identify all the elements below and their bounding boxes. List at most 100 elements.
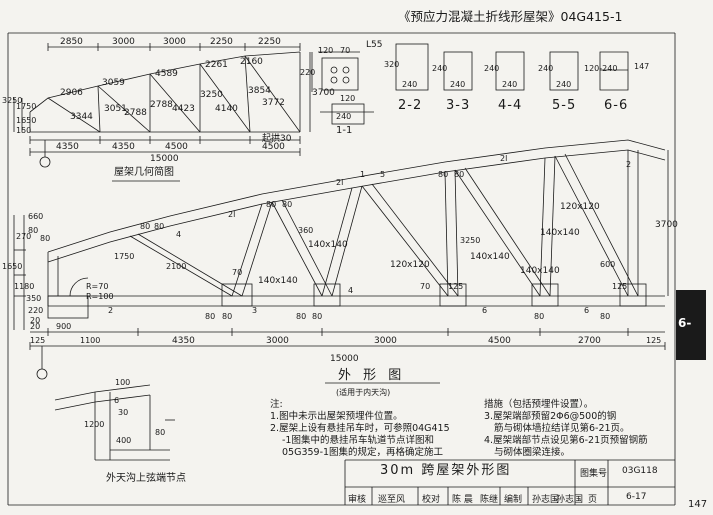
geo-member-length: 4589: [155, 69, 178, 79]
misc-label: 2l: [336, 178, 344, 187]
geo-top-dim: 3000: [163, 37, 186, 47]
node-mark: 80: [154, 222, 165, 231]
node-mark: 80: [600, 312, 611, 321]
geo-member-length: 3772: [262, 98, 285, 108]
section-height: 320: [384, 60, 400, 69]
plate-dim: 120: [340, 94, 356, 103]
member-size: 140x140: [540, 228, 580, 238]
node-mark: 80: [205, 312, 216, 321]
misc-label: 125: [612, 282, 628, 291]
node-mark: 80: [222, 312, 233, 321]
left-dim: 1180: [14, 282, 35, 291]
bottom-dim: 1100: [80, 336, 101, 345]
misc-label: 2l: [500, 154, 508, 163]
left-bottom-dim: 20: [30, 322, 41, 331]
page-number: 147: [688, 499, 708, 510]
angle-label: L55: [366, 40, 383, 50]
misc-label: 5: [380, 170, 386, 179]
note-item: 1.图中未示出屋架预埋件位置。: [270, 411, 403, 422]
misc-label: 600: [600, 260, 616, 269]
left-dim: 1750: [114, 252, 135, 261]
note-item: 措施（包括预埋件设置）。: [484, 399, 594, 410]
misc-label: 3: [252, 306, 258, 315]
tb-row-cell: 孙志国: [556, 495, 584, 505]
section-height: 240: [432, 64, 448, 73]
node-mark: 80: [140, 222, 151, 231]
misc-label: 2l: [228, 210, 236, 219]
left-dim: 2100: [166, 262, 187, 271]
geo-bottom-dim: 4350: [56, 142, 79, 152]
section-height: 240: [538, 64, 554, 73]
bottom-dim: 125: [646, 336, 662, 345]
section-label: 2-2: [398, 98, 423, 113]
misc-label: 70: [420, 282, 431, 291]
notes-title: 注:: [270, 399, 283, 410]
gutter-dim: 400: [116, 436, 132, 445]
gutter-dim: 6: [114, 396, 120, 405]
page-label: 页: [588, 495, 598, 505]
gutter-dim: 1200: [84, 420, 105, 429]
plate-dim: 220: [300, 68, 316, 77]
misc-label: 3700: [655, 220, 678, 230]
tb-row-cell: 编制: [504, 495, 523, 505]
misc-label: 6: [584, 306, 590, 315]
left-dim: 80: [28, 226, 39, 235]
atlas-label: 图集号: [580, 469, 608, 479]
geo-arch-label: 起拱30: [262, 134, 292, 144]
node-mark: 80: [282, 200, 293, 209]
section-width: 240: [402, 80, 418, 89]
misc-label: 4: [176, 230, 182, 239]
misc-label: 2: [108, 306, 114, 315]
geo-member-length: 3250: [200, 90, 223, 100]
atlas-no: 03G118: [622, 466, 658, 476]
geo-top-dim: 3000: [112, 37, 135, 47]
left-bottom-dim: 900: [56, 322, 72, 331]
gutter-dim: 30: [118, 408, 129, 417]
section-label: 6-6: [604, 98, 629, 113]
gutter-dim: 80: [155, 428, 166, 437]
geo-member-length: 3059: [102, 78, 125, 88]
bottom-dim: 3000: [374, 336, 397, 346]
section-width: 240: [502, 80, 518, 89]
note-item: 2.屋架上设有悬挂吊车时，可参照04G415: [270, 423, 450, 434]
node-mark: 80: [534, 312, 545, 321]
elevation-caption: 外 形 图: [338, 368, 406, 383]
left-dim: 220: [28, 306, 44, 315]
gutter-caption: 外天沟上弦端节点: [106, 473, 186, 484]
geo-member-length: 3344: [70, 112, 93, 122]
geo-left-height: 1650: [16, 116, 37, 125]
misc-label: 2: [626, 160, 632, 169]
plate-dim: 240: [336, 112, 352, 121]
tb-row-cell: 巡至风: [378, 495, 406, 505]
misc-label: 6: [482, 306, 488, 315]
member-size: 140x140: [308, 240, 348, 250]
geo-member-length: 2261: [205, 60, 228, 70]
node-mark: 80: [296, 312, 307, 321]
misc-label: 3250: [460, 236, 481, 245]
geo-top-dim: 2250: [210, 37, 233, 47]
geo-span-total: 15000: [150, 154, 179, 164]
member-size: 140x140: [470, 252, 510, 262]
radius-label: R=100: [86, 292, 114, 301]
tb-row-cell: 陈 晨: [452, 495, 473, 505]
node-mark: 80: [266, 200, 277, 209]
geo-member-length: 2788: [124, 108, 147, 118]
geo-bottom-dim: 4500: [262, 142, 285, 152]
section-label: 5-5: [552, 98, 577, 113]
geo-member-length: 2788: [150, 100, 173, 110]
note-item: 筋与砌体墙拉结详见第6-21页。: [494, 423, 630, 434]
side-tab-label: 6-: [678, 316, 692, 330]
section-width: 240: [556, 80, 572, 89]
geo-member-length: 2906: [60, 88, 83, 98]
section-1-1-label: 1-1: [336, 125, 353, 136]
left-dim: 80: [40, 234, 51, 243]
gutter-dim: 100: [115, 378, 131, 387]
misc-label: 4: [348, 286, 354, 295]
node-mark: 80: [312, 312, 323, 321]
section-label: 3-3: [446, 98, 471, 113]
bottom-dim: 125: [30, 336, 46, 345]
misc-label: 125: [448, 282, 464, 291]
geo-top-dim: 2250: [258, 37, 281, 47]
member-size: 120x120: [560, 202, 600, 212]
left-dim: 350: [26, 294, 42, 303]
